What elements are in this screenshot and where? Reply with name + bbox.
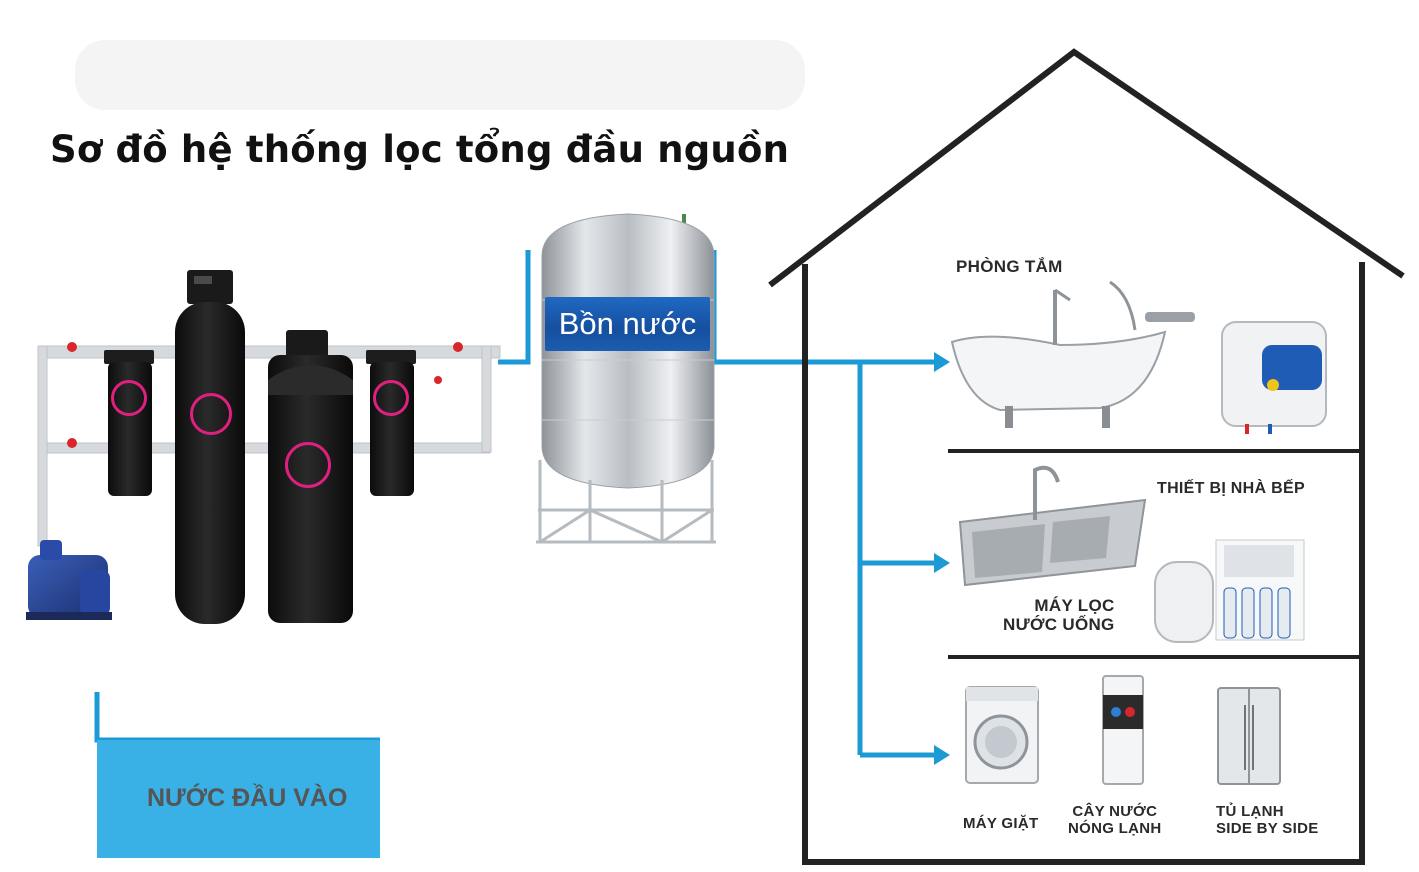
valve-4 (434, 376, 442, 384)
floor-dividers (948, 449, 1362, 659)
cartridge-filter-right (366, 350, 416, 496)
dispenser-label-line1: CÂY NƯỚC (1072, 803, 1158, 820)
right-riser-pipe (481, 345, 492, 453)
inlet-water-label: NƯỚC ĐẦU VÀO (147, 784, 348, 812)
softener-cabinet (268, 330, 353, 623)
filtration-system (26, 270, 501, 624)
water-tank (536, 213, 716, 544)
house-outline (768, 48, 1405, 865)
washing-machine (965, 686, 1039, 784)
fridge-side-by-side (1217, 687, 1281, 785)
ro-water-purifier (1154, 539, 1305, 643)
valve-1 (67, 342, 77, 352)
bypass-pipe (39, 442, 491, 454)
cartridge-filter-left (104, 350, 154, 496)
brand-ring-left-filter (111, 380, 147, 416)
fridge-label-line2: SIDE BY SIDE (1216, 819, 1319, 837)
page-title: Sơ đồ hệ thống lọc tổng đầu nguồn (50, 128, 790, 171)
dispenser-label: CÂY NƯỚC NÓNG LẠNH (1068, 803, 1162, 837)
bathroom-label: PHÒNG TẮM (956, 257, 1063, 276)
ro-label-line2: NƯỚC UỐNG (1003, 614, 1115, 634)
water-pump (26, 540, 112, 620)
inlet-water-box (97, 740, 380, 858)
pipe-arrows (934, 352, 950, 765)
brand-ring-softener (285, 442, 331, 488)
washer-label: MÁY GIẶT (963, 815, 1039, 832)
left-riser-pipe (37, 345, 48, 547)
brand-ring-right-filter (373, 380, 409, 416)
water-dispenser (1102, 675, 1144, 785)
kitchen-label: THIẾT BỊ NHÀ BẾP (1157, 480, 1305, 497)
valve-2 (67, 438, 77, 448)
fridge-label-line1: TỦ LẠNH (1216, 803, 1284, 820)
ro-label: MÁY LỌC NƯỚC UỐNG (1003, 596, 1115, 634)
tank-label: Bồn nước (545, 297, 710, 351)
water-heater (1221, 321, 1327, 434)
ro-label-line1: MÁY LỌC (1034, 596, 1115, 615)
bathtub (950, 280, 1195, 428)
brand-ring-media-tank (190, 393, 232, 435)
media-tank (175, 270, 245, 624)
kitchen-sink (958, 465, 1147, 587)
fridge-label: TỦ LẠNH SIDE BY SIDE (1216, 803, 1319, 837)
header-faded-band (75, 40, 805, 110)
dispenser-label-line2: NÓNG LẠNH (1068, 819, 1162, 837)
valve-3 (453, 342, 463, 352)
